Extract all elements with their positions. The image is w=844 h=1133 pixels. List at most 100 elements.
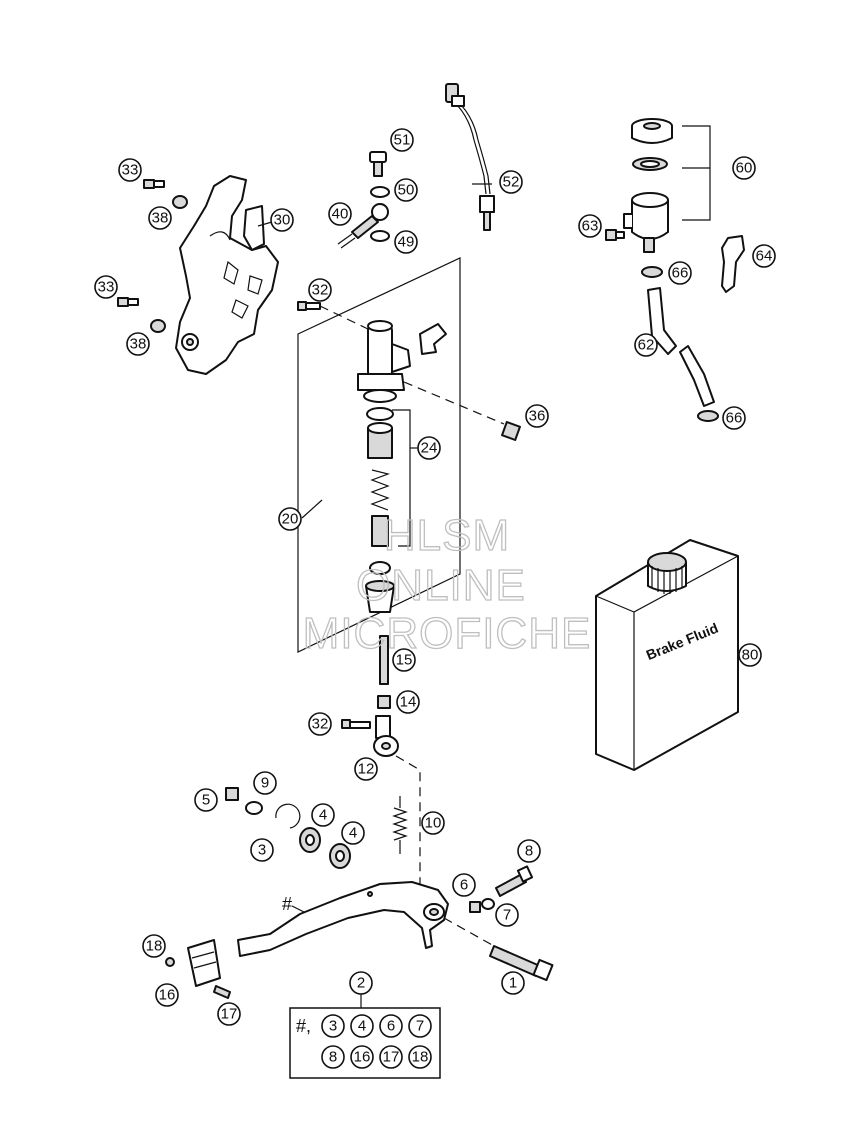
svg-text:8: 8: [525, 843, 533, 860]
callout-4-right[interactable]: 4: [341, 821, 365, 845]
callout-80[interactable]: 80: [738, 643, 762, 667]
callout-40[interactable]: 40: [328, 202, 352, 226]
callout-14[interactable]: 14: [396, 690, 420, 714]
boot-drawing: [365, 580, 395, 613]
callout-6[interactable]: 6: [452, 873, 476, 897]
svg-text:36: 36: [529, 408, 546, 425]
kit-item-18[interactable]: 18: [408, 1045, 432, 1069]
callout-1[interactable]: 1: [501, 971, 525, 995]
piston-sleeve-drawing: [367, 422, 393, 459]
kit-item-17[interactable]: 17: [379, 1045, 403, 1069]
callout-3[interactable]: 3: [250, 838, 274, 862]
callout-62[interactable]: 62: [634, 333, 658, 357]
callout-24[interactable]: 24: [417, 436, 441, 460]
svg-text:8: 8: [329, 1049, 337, 1066]
callout-4-left[interactable]: 4: [311, 803, 335, 827]
bolt-guard-top-drawing: [143, 179, 165, 189]
svg-text:14: 14: [400, 694, 417, 711]
bolt-cylinder-drawing: [297, 301, 321, 311]
callout-30[interactable]: 30: [270, 208, 294, 232]
callout-16[interactable]: 16: [155, 983, 179, 1007]
callout-66-bottom[interactable]: 66: [722, 406, 746, 430]
kit-item-7[interactable]: 7: [408, 1014, 432, 1038]
adjuster-screw-drawing: [495, 865, 534, 897]
bolt-guard-bottom-drawing: [117, 297, 139, 307]
watermark-line3: MICROFICHE: [303, 609, 592, 658]
callout-8[interactable]: 8: [517, 839, 541, 863]
callout-51[interactable]: 51: [390, 128, 414, 152]
reservoir-drawing: [623, 118, 673, 253]
push-rod-drawing: [379, 635, 389, 685]
callout-7[interactable]: 7: [495, 903, 519, 927]
washer-lower-drawing: [481, 898, 495, 910]
svg-text:64: 64: [756, 248, 773, 265]
svg-text:50: 50: [398, 182, 415, 199]
brake-fluid-bottle-drawing: Brake Fluid: [595, 539, 739, 771]
callout-33-bottom[interactable]: 33: [94, 275, 118, 299]
svg-text:16: 16: [159, 987, 176, 1004]
seal-drawing: [366, 407, 394, 421]
master-cylinder-outline: [297, 257, 461, 653]
callout-5[interactable]: 5: [194, 788, 218, 812]
callout-38-top[interactable]: 38: [148, 206, 172, 230]
lock-nut-drawing: [377, 695, 391, 709]
svg-text:62: 62: [638, 337, 655, 354]
tip-nut-drawing: [165, 957, 175, 967]
callout-12[interactable]: 12: [354, 757, 378, 781]
brake-line-end-drawing: [337, 203, 389, 249]
banjo-bolt-drawing: [369, 151, 387, 177]
callout-49[interactable]: 49: [394, 230, 418, 254]
svg-text:80: 80: [742, 647, 759, 664]
callout-15[interactable]: 15: [392, 648, 416, 672]
washer-upper-drawing: [245, 801, 263, 815]
callout-50[interactable]: 50: [394, 178, 418, 202]
svg-text:20: 20: [282, 511, 299, 528]
svg-text:17: 17: [221, 1006, 238, 1023]
piston-drawing: [371, 515, 389, 547]
callout-18[interactable]: 18: [142, 934, 166, 958]
callout-38-bottom[interactable]: 38: [126, 332, 150, 356]
svg-text:10: 10: [425, 815, 442, 832]
svg-text:15: 15: [396, 652, 413, 669]
callout-10[interactable]: 10: [421, 811, 445, 835]
cylinder-nut-drawing: [501, 421, 521, 441]
svg-text:40: 40: [332, 206, 349, 223]
kit-item-3[interactable]: 3: [321, 1014, 345, 1038]
svg-text:9: 9: [261, 775, 269, 792]
svg-text:30: 30: [274, 212, 291, 229]
svg-text:60: 60: [736, 160, 753, 177]
callout-63[interactable]: 63: [578, 214, 602, 238]
master-cylinder-drawing: [357, 320, 411, 403]
heel-guard-drawing: [175, 175, 279, 375]
kit-item-4[interactable]: 4: [350, 1014, 374, 1038]
callout-17[interactable]: 17: [217, 1002, 241, 1026]
callout-66-top[interactable]: 66: [668, 261, 692, 285]
brake-pedal-drawing: [237, 881, 449, 957]
spacer-top-drawing: [172, 195, 188, 209]
callout-32-bottom[interactable]: 32: [308, 712, 332, 736]
hose-drawing: [647, 287, 715, 407]
callout-20[interactable]: 20: [278, 507, 302, 531]
callout-32-top[interactable]: 32: [308, 278, 332, 302]
svg-text:2: 2: [357, 975, 365, 992]
svg-text:66: 66: [672, 265, 689, 282]
svg-text:6: 6: [460, 877, 468, 894]
svg-text:7: 7: [503, 907, 511, 924]
svg-text:18: 18: [412, 1049, 429, 1066]
callout-9[interactable]: 9: [253, 771, 277, 795]
callout-52[interactable]: 52: [499, 170, 523, 194]
callout-64[interactable]: 64: [752, 244, 776, 268]
svg-text:33: 33: [98, 279, 115, 296]
callout-33-top[interactable]: 33: [118, 158, 142, 182]
return-spring-drawing: [392, 796, 408, 854]
kit-item-8[interactable]: 8: [321, 1045, 345, 1069]
callout-36[interactable]: 36: [525, 404, 549, 428]
cup-drawing: [369, 561, 391, 575]
callout-2[interactable]: 2: [349, 971, 373, 995]
reservoir-bracket-drawing: [721, 235, 745, 293]
kit-item-6[interactable]: 6: [379, 1014, 403, 1038]
callout-60[interactable]: 60: [732, 156, 756, 180]
kit-item-16[interactable]: 16: [350, 1045, 374, 1069]
bearing-right-drawing: [329, 843, 351, 869]
